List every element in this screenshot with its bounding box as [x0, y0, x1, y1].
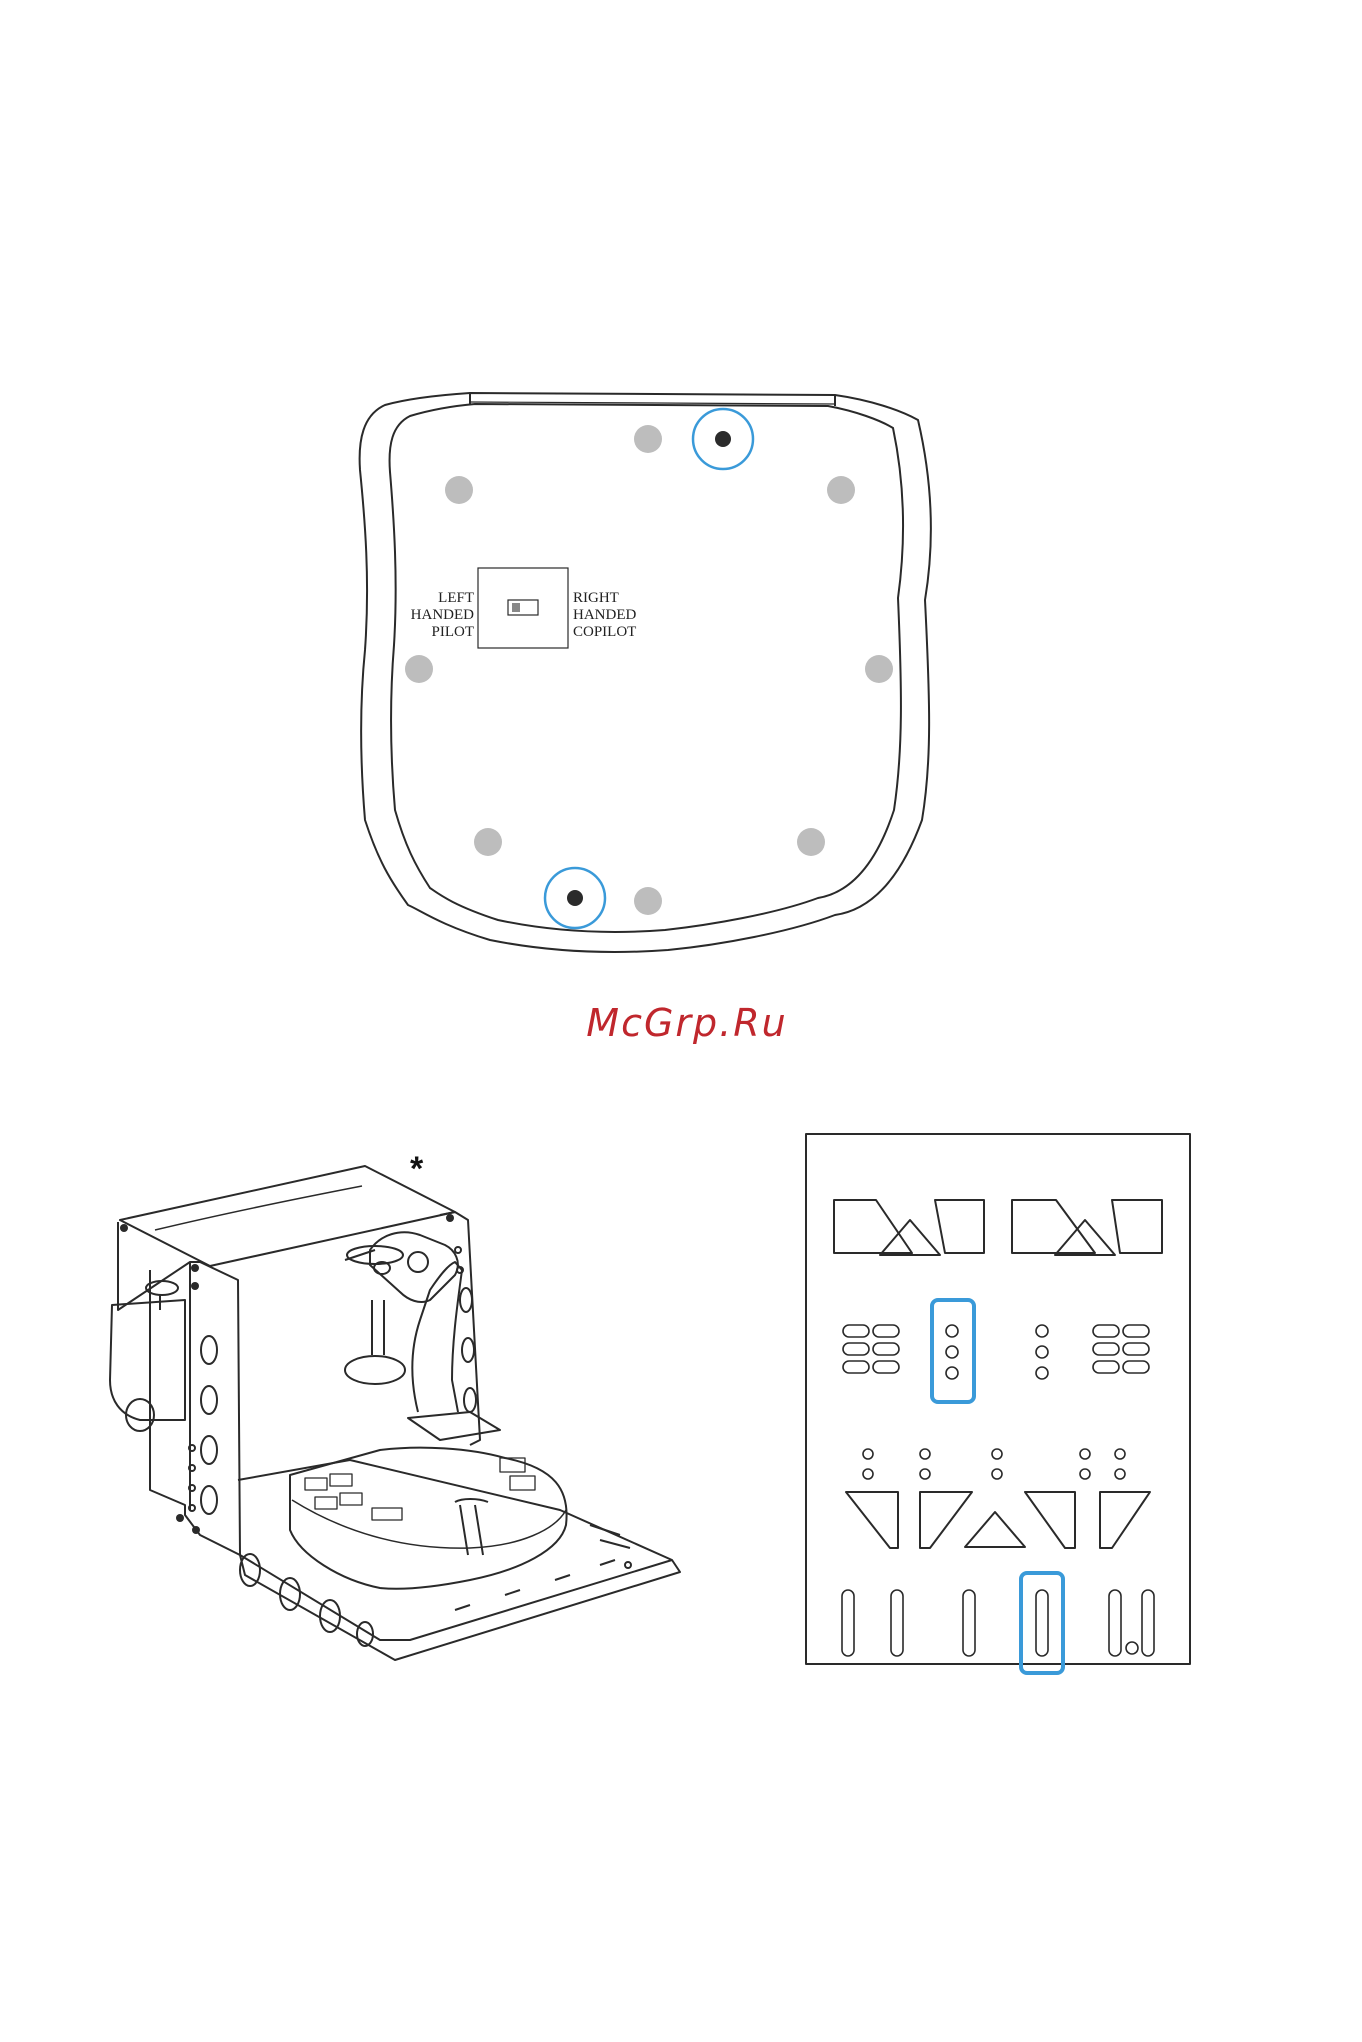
plate-triangles-bottom — [846, 1492, 1150, 1548]
right-label-3: COPILOT — [573, 624, 636, 640]
plate-slots-left — [843, 1325, 899, 1373]
plate-holes-center — [946, 1325, 1048, 1379]
left-plate-holes — [189, 1336, 217, 1514]
hole — [827, 476, 855, 504]
flight-stand-with-joystick — [110, 1166, 680, 1660]
highlight-hole-column — [932, 1300, 974, 1402]
right-label-2: HANDED — [573, 607, 636, 623]
plate-holes-lower — [863, 1449, 1125, 1479]
highlight-vertical-slot — [1021, 1573, 1063, 1673]
support-cap — [347, 1246, 403, 1264]
watermark: McGrp.Ru — [586, 1001, 787, 1045]
hole — [405, 655, 433, 683]
joystick-grip — [370, 1232, 458, 1302]
left-label-3: PILOT — [432, 624, 475, 640]
switch-knob — [512, 603, 520, 612]
plate-outline — [806, 1134, 1190, 1664]
support-knob — [345, 1356, 405, 1384]
right-label-1: RIGHT — [573, 590, 619, 606]
stand-top-bar — [120, 1166, 455, 1266]
handed-switch-panel: LEFT HANDED PILOT RIGHT HANDED COPILOT — [411, 568, 637, 648]
stick-boot — [408, 1412, 500, 1440]
hole — [865, 655, 893, 683]
screw-dot-bottom — [567, 890, 583, 906]
highlighted-screws — [545, 409, 753, 928]
hole — [634, 425, 662, 453]
left-label-1: LEFT — [438, 590, 474, 606]
plate-highlights — [932, 1300, 1063, 1673]
asterisk-marker: * — [410, 1150, 424, 1188]
stick-support-arm — [345, 1250, 384, 1355]
stand-left-plate — [118, 1222, 240, 1555]
joystick-stick — [412, 1262, 462, 1412]
hole — [797, 828, 825, 856]
base-buttons — [305, 1458, 535, 1520]
top-bar-detail — [155, 1186, 362, 1230]
plate-vertical-slots — [842, 1590, 1154, 1656]
left-label-2: HANDED — [411, 607, 474, 623]
screw-dot-top — [715, 431, 731, 447]
hole — [634, 887, 662, 915]
hole — [445, 476, 473, 504]
hole — [474, 828, 502, 856]
base-screw-holes — [405, 425, 893, 915]
grip-hat-switch — [408, 1252, 428, 1272]
mounting-plate — [806, 1134, 1190, 1664]
plate-slots-right — [1093, 1325, 1149, 1373]
right-plate-holes — [455, 1247, 476, 1412]
base-rim — [292, 1500, 566, 1548]
plate-triangles-top — [834, 1200, 1162, 1255]
switch-box — [478, 568, 568, 648]
